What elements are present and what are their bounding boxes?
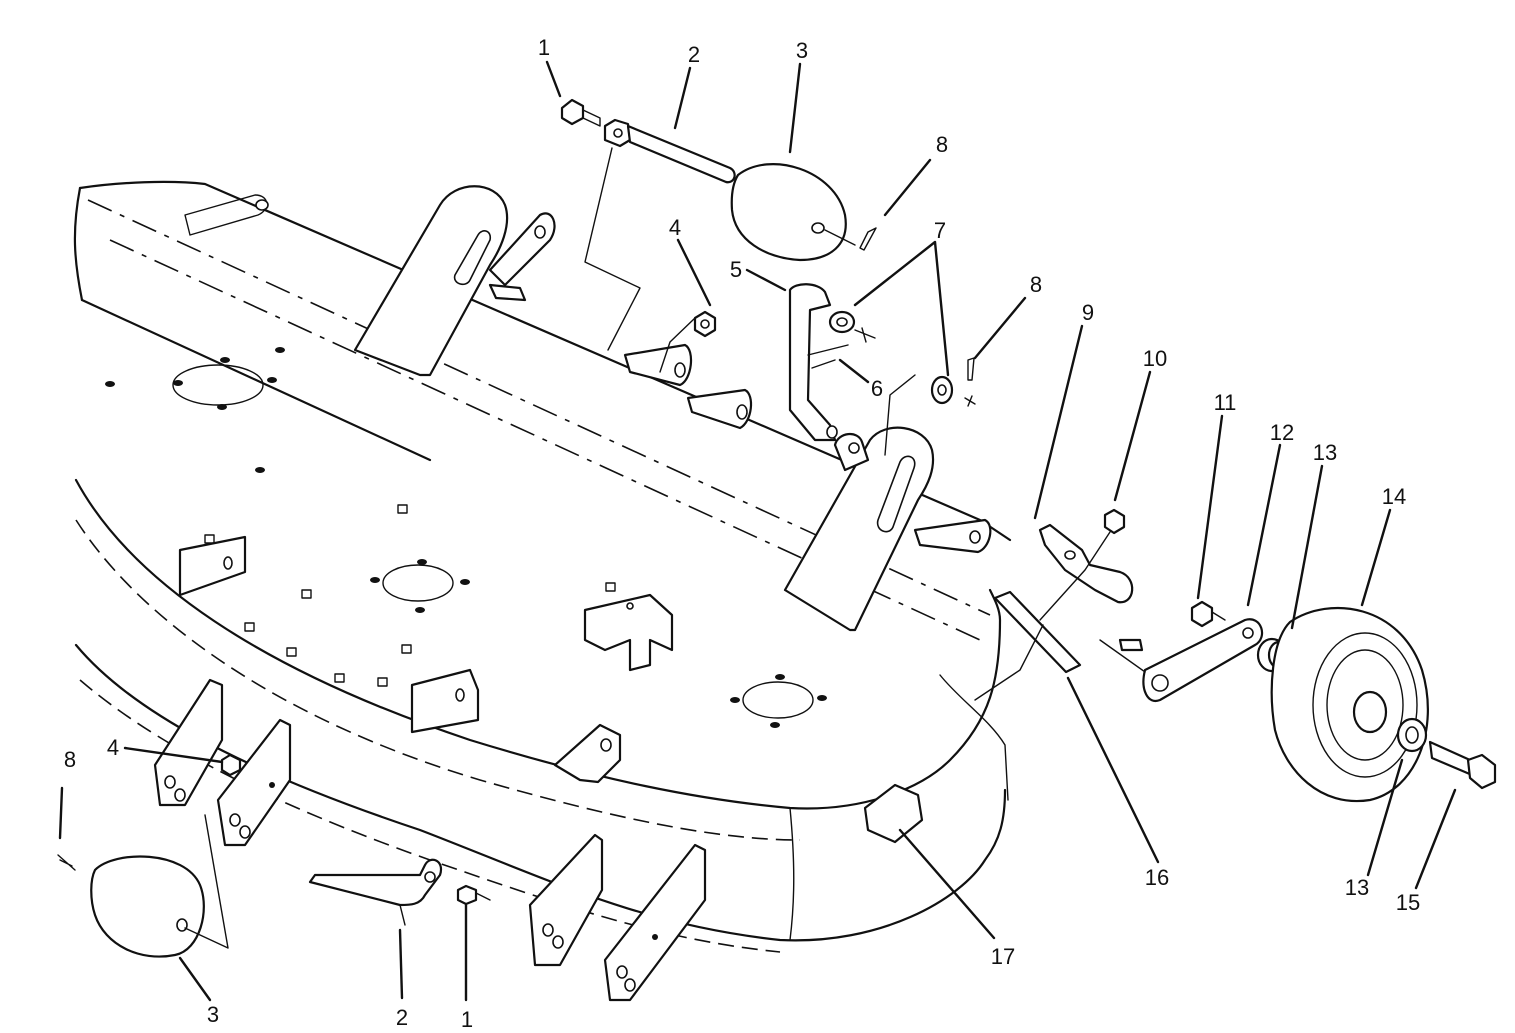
rear-rail-brackets <box>623 343 1144 652</box>
callout-6: 6 <box>871 376 883 401</box>
left-lift-arm-bracket <box>184 185 556 377</box>
leader-lines <box>58 60 1457 1002</box>
callout-8: 8 <box>1030 272 1042 297</box>
rear-anti-scalp-roller <box>560 98 877 351</box>
callout-10: 10 <box>1143 346 1167 371</box>
front-anti-scalp-roller <box>57 753 491 958</box>
deck-top-features <box>105 347 827 784</box>
callout-2: 2 <box>688 42 700 67</box>
front-left-brackets <box>153 678 707 1002</box>
front-gauge-wheel-assembly <box>974 508 1497 803</box>
callout-1: 1 <box>538 35 550 60</box>
callout-9: 9 <box>1082 300 1094 325</box>
callout-1: 1 <box>461 1007 473 1032</box>
callout-4: 4 <box>669 215 681 240</box>
callout-16: 16 <box>1145 865 1169 890</box>
callout-13: 13 <box>1313 440 1337 465</box>
mower-deck <box>73 180 1012 953</box>
callout-4: 4 <box>107 735 119 760</box>
callout-14: 14 <box>1382 484 1406 509</box>
callout-3: 3 <box>796 38 808 63</box>
callout-8: 8 <box>936 132 948 157</box>
callout-2: 2 <box>396 1005 408 1030</box>
mid-roller-bracket <box>659 283 976 456</box>
right-lift-arm-bracket <box>783 426 992 632</box>
callout-15: 15 <box>1396 890 1420 915</box>
callout-17: 17 <box>991 944 1015 969</box>
callout-5: 5 <box>730 257 742 282</box>
callout-8: 8 <box>64 747 76 772</box>
callout-7: 7 <box>934 218 946 243</box>
callout-12: 12 <box>1270 420 1294 445</box>
callout-13: 13 <box>1345 875 1369 900</box>
callout-labels: 1 2 3 8 4 7 5 8 6 9 10 11 12 13 14 4 8 1… <box>64 35 1420 1032</box>
callout-11: 11 <box>1214 390 1237 415</box>
callout-3: 3 <box>207 1002 219 1027</box>
hex-nut-17 <box>863 783 924 844</box>
